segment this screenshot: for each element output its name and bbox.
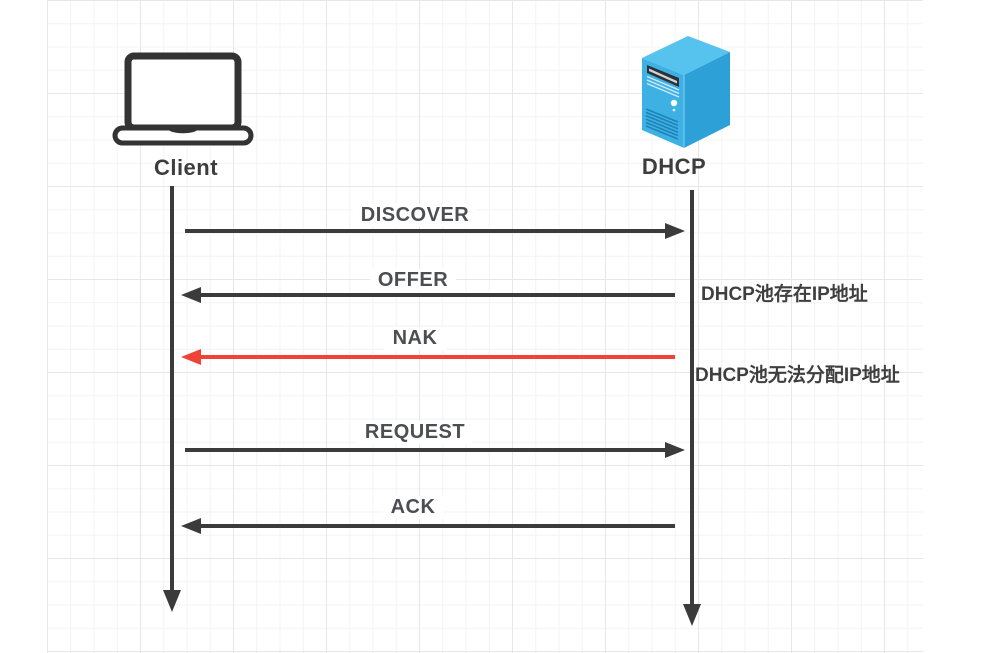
dhcp-lifeline: [690, 190, 694, 606]
nak-arrow-line: [199, 355, 675, 359]
offer-annotation: DHCP池存在IP地址: [701, 284, 868, 305]
request-arrowhead-icon: [665, 442, 685, 458]
actor-label-dhcp: DHCP: [641, 154, 707, 179]
discover-arrow-line: [185, 229, 667, 233]
discover-message-label: DISCOVER: [352, 204, 478, 227]
server-icon: [642, 36, 730, 148]
request-arrow-line: [185, 448, 667, 452]
ack-message-label: ACK: [382, 496, 444, 519]
nak-message-label: NAK: [384, 327, 446, 350]
dhcp-lifeline-arrow-icon: [683, 604, 701, 626]
actor-label-client: Client: [153, 155, 219, 180]
client-lifeline-arrow-icon: [163, 590, 181, 612]
nak-arrowhead-icon: [181, 349, 201, 365]
offer-arrowhead-icon: [181, 287, 201, 303]
ack-arrow-line: [199, 524, 675, 528]
offer-arrow-line: [199, 293, 675, 297]
ack-arrowhead-icon: [181, 518, 201, 534]
offer-message-label: OFFER: [369, 269, 457, 292]
client-lifeline: [170, 186, 174, 592]
discover-arrowhead-icon: [665, 223, 685, 239]
request-message-label: REQUEST: [356, 421, 474, 444]
nak-annotation: DHCP池无法分配IP地址: [695, 365, 900, 386]
laptop-icon: [112, 52, 254, 146]
